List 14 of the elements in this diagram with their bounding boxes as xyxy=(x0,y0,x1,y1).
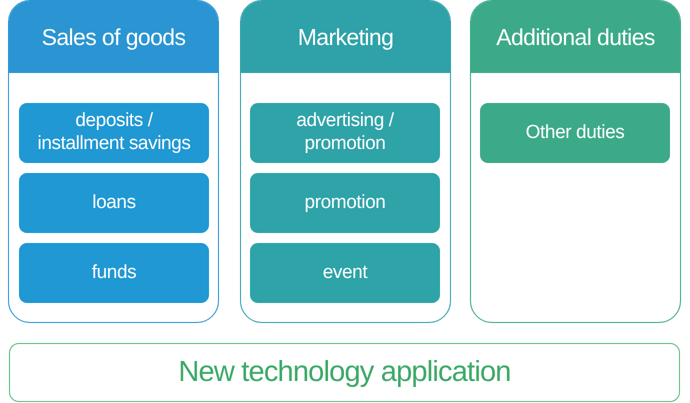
service-tile: promotion xyxy=(250,173,440,233)
column-panel xyxy=(240,0,451,323)
service-tile: Other duties xyxy=(480,103,670,163)
column-header: Marketing xyxy=(241,1,450,73)
service-tile: funds xyxy=(19,243,209,303)
service-tile: advertising / promotion xyxy=(250,103,440,163)
column-panel xyxy=(8,0,219,323)
technology-band: New technology application xyxy=(9,343,680,402)
service-tile: deposits / installment savings xyxy=(19,103,209,163)
service-tile: event xyxy=(250,243,440,303)
column-header: Sales of goods xyxy=(9,1,218,73)
column-header: Additional duties xyxy=(471,1,680,73)
column-panel xyxy=(470,0,681,323)
service-tile: loans xyxy=(19,173,209,233)
